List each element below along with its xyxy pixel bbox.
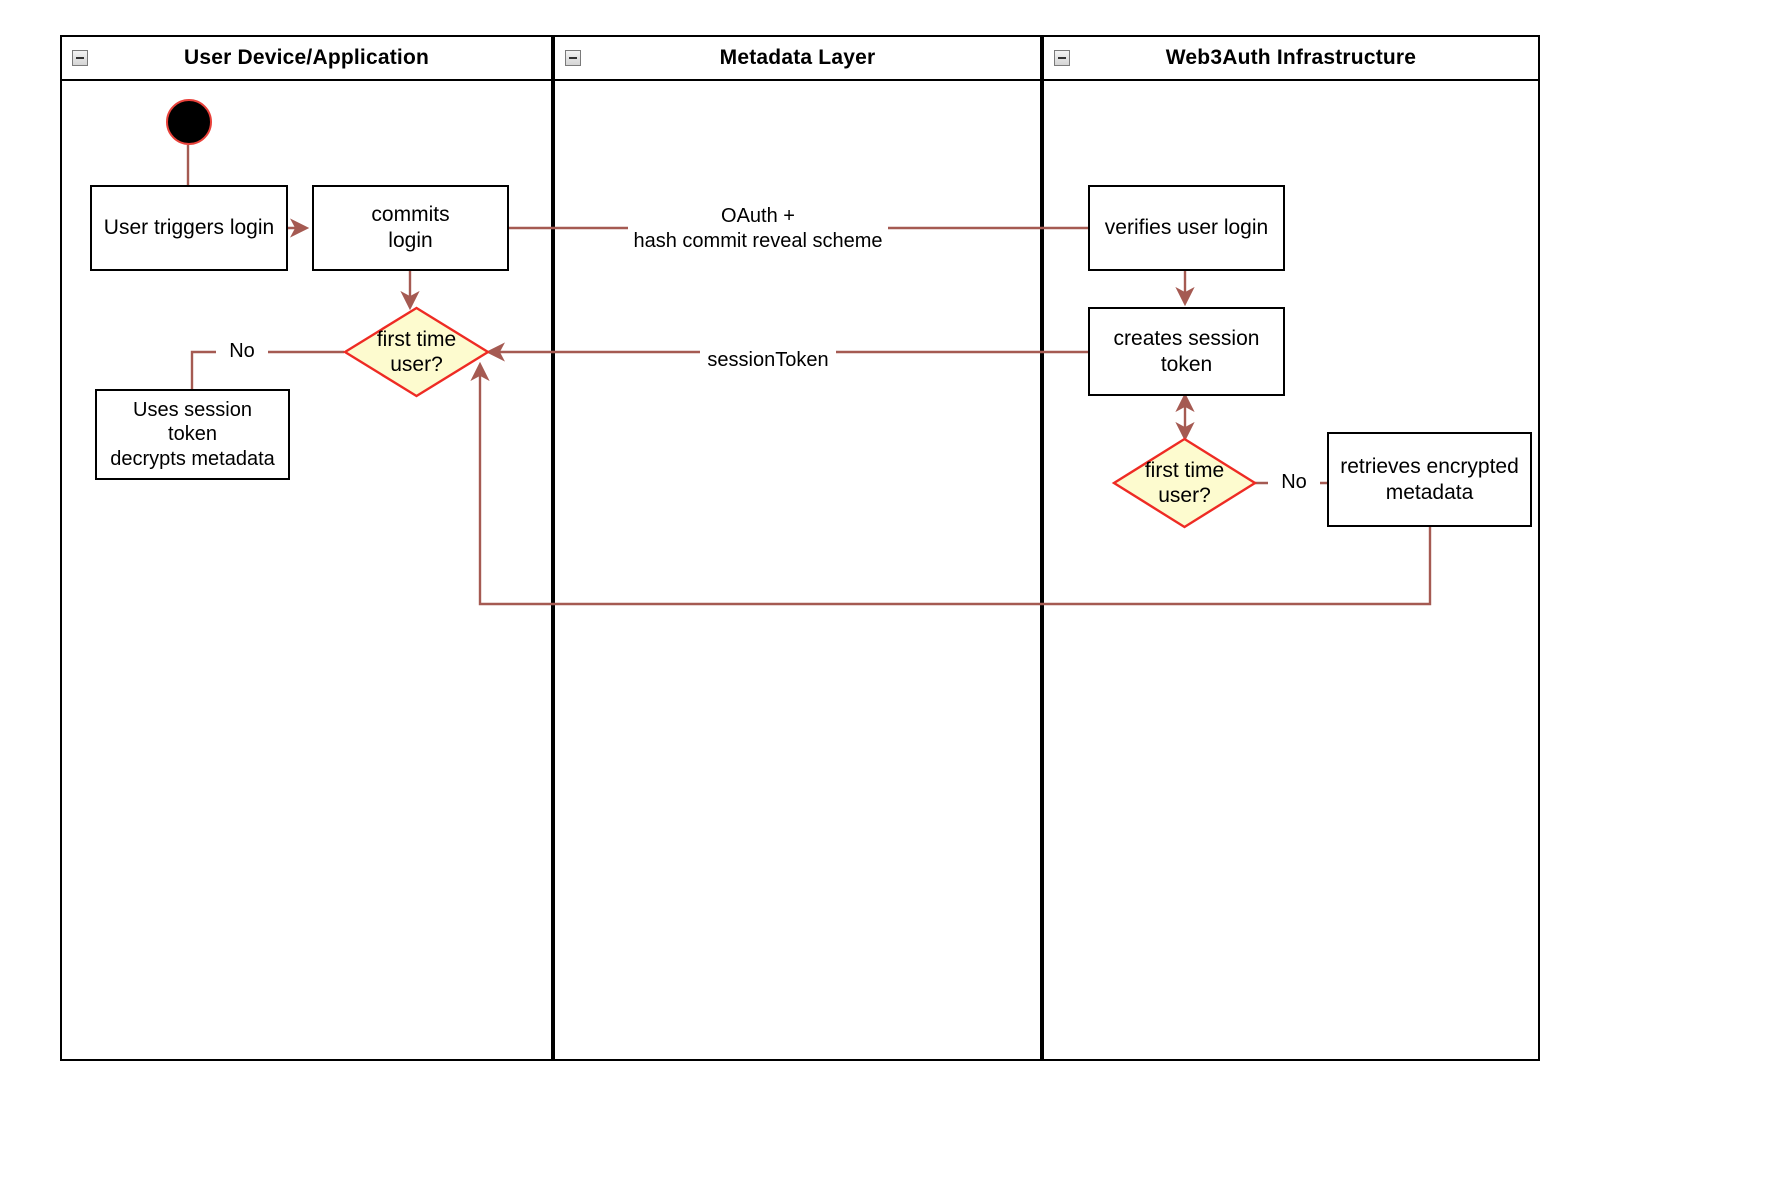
decision-diamond-shape	[342, 306, 491, 398]
lane-title-metadata: Metadata Layer	[719, 46, 876, 69]
activity-uses-session-token-decrypts-metadata[interactable]: Uses session token decrypts metadata	[95, 389, 290, 480]
edge-label-oauth: OAuth + hash commit reveal scheme	[628, 204, 888, 254]
activity-label: commits login	[371, 203, 450, 252]
collapse-minus-icon[interactable]	[1054, 50, 1070, 66]
lane-metadata[interactable]	[553, 35, 1042, 1061]
collapse-minus-icon[interactable]	[565, 50, 581, 66]
activity-commits-login[interactable]: commits login	[312, 185, 509, 271]
start-node[interactable]	[166, 99, 212, 145]
lane-header-metadata[interactable]: Metadata Layer	[553, 35, 1042, 81]
collapse-minus-icon[interactable]	[72, 50, 88, 66]
lane-header-web3auth[interactable]: Web3Auth Infrastructure	[1042, 35, 1540, 81]
decision-diamond-shape	[1111, 437, 1258, 529]
lane-header-user-device[interactable]: User Device/Application	[60, 35, 553, 81]
activity-verifies-user-login[interactable]: verifies user login	[1088, 185, 1285, 271]
activity-user-triggers-login[interactable]: User triggers login	[90, 185, 288, 271]
activity-label: retrieves encrypted metadata	[1340, 454, 1519, 504]
decision-first-time-user-right[interactable]: first time user?	[1111, 437, 1258, 529]
activity-label: creates session token	[1113, 326, 1260, 376]
edge-label-no-left: No	[216, 339, 268, 364]
decision-first-time-user-left[interactable]: first time user?	[342, 306, 491, 398]
activity-creates-session-token[interactable]: creates session token	[1088, 307, 1285, 396]
lane-title-web3auth: Web3Auth Infrastructure	[1165, 46, 1417, 69]
activity-label: User triggers login	[103, 216, 275, 240]
activity-retrieves-encrypted-metadata[interactable]: retrieves encrypted metadata	[1327, 432, 1532, 527]
activity-label: verifies user login	[1104, 216, 1269, 240]
edge-label-no-right: No	[1268, 470, 1320, 495]
lane-title-user-device: User Device/Application	[183, 46, 429, 69]
activity-label: Uses session token decrypts metadata	[110, 398, 275, 470]
edge-label-session-token: sessionToken	[700, 348, 836, 373]
